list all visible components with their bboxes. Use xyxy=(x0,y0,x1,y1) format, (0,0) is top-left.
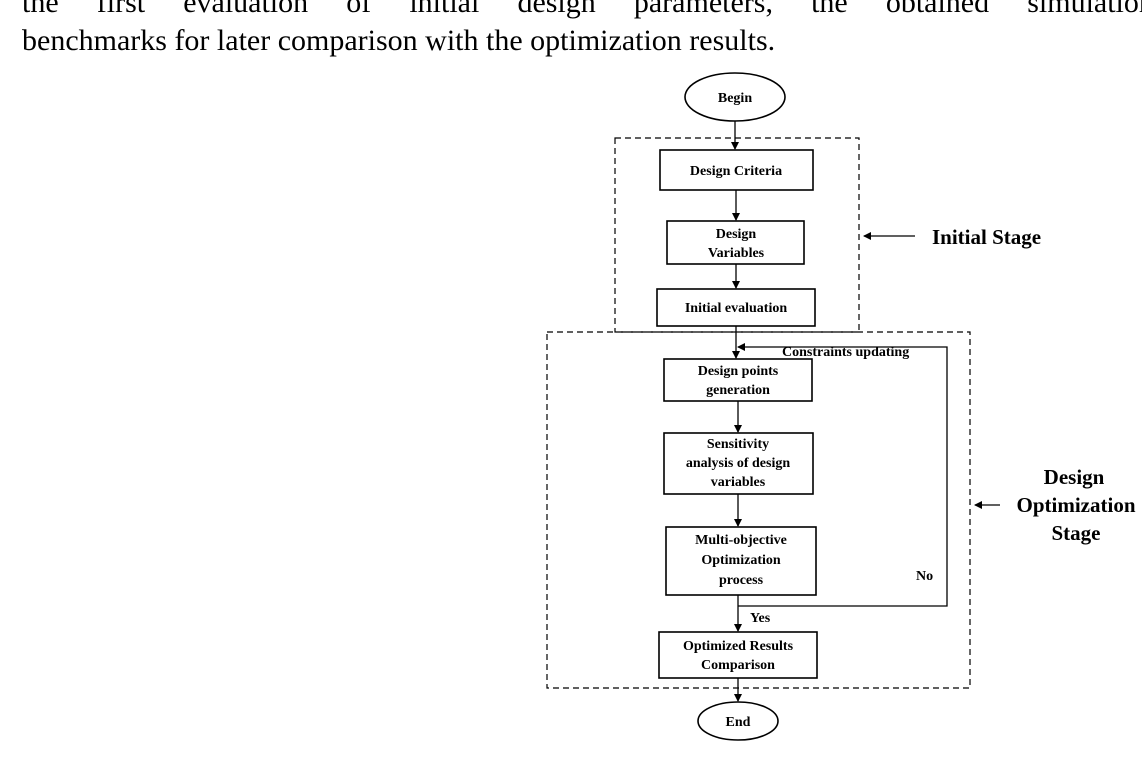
multi-objective-line-2: Optimization xyxy=(701,553,781,568)
begin-label: Begin xyxy=(718,91,752,106)
constraints-updating-label: Constraints updating xyxy=(782,345,909,360)
design-variables-box xyxy=(666,220,805,265)
design-points-box xyxy=(663,358,813,402)
optimization-stage-line-2: Optimization xyxy=(1017,493,1136,517)
design-criteria-label: Design Criteria xyxy=(690,164,782,179)
sensitivity-analysis-box xyxy=(663,432,814,495)
multi-objective-line-1: Multi-objective xyxy=(695,533,787,548)
constraints-feedback-loop xyxy=(737,343,948,607)
intro-line-2: benchmarks for later comparison with the… xyxy=(22,24,776,57)
design-criteria-box xyxy=(659,149,814,191)
intro-paragraph: the first evaluation of initial design p… xyxy=(22,0,1142,60)
end-terminal xyxy=(697,701,779,741)
design-points-line-2: generation xyxy=(706,383,770,398)
design-variables-line-2: Variables xyxy=(708,246,765,261)
design-points-line-1: Design points xyxy=(698,364,779,379)
optimized-results-box xyxy=(658,631,818,679)
yes-label: Yes xyxy=(750,611,771,626)
sensitivity-line-3: variables xyxy=(711,475,766,490)
initial-stage-label: Initial Stage xyxy=(932,225,1041,249)
sensitivity-line-1: Sensitivity xyxy=(707,437,769,452)
multi-objective-line-3: process xyxy=(719,573,764,588)
optimization-stage-boundary xyxy=(546,331,971,689)
no-label: No xyxy=(916,569,933,584)
optimized-results-line-1: Optimized Results xyxy=(683,639,794,654)
design-variables-line-1: Design xyxy=(716,227,757,242)
optimization-stage-line-3: Stage xyxy=(1052,521,1101,545)
multi-objective-box xyxy=(665,526,817,596)
initial-evaluation-label: Initial evaluation xyxy=(685,301,788,316)
sensitivity-line-2: analysis of design xyxy=(686,456,790,471)
optimized-results-line-2: Comparison xyxy=(701,658,775,673)
end-label: End xyxy=(726,715,751,730)
optimization-stage-line-1: Design xyxy=(1044,465,1105,489)
intro-line-1: the first evaluation of initial design p… xyxy=(22,0,1142,19)
